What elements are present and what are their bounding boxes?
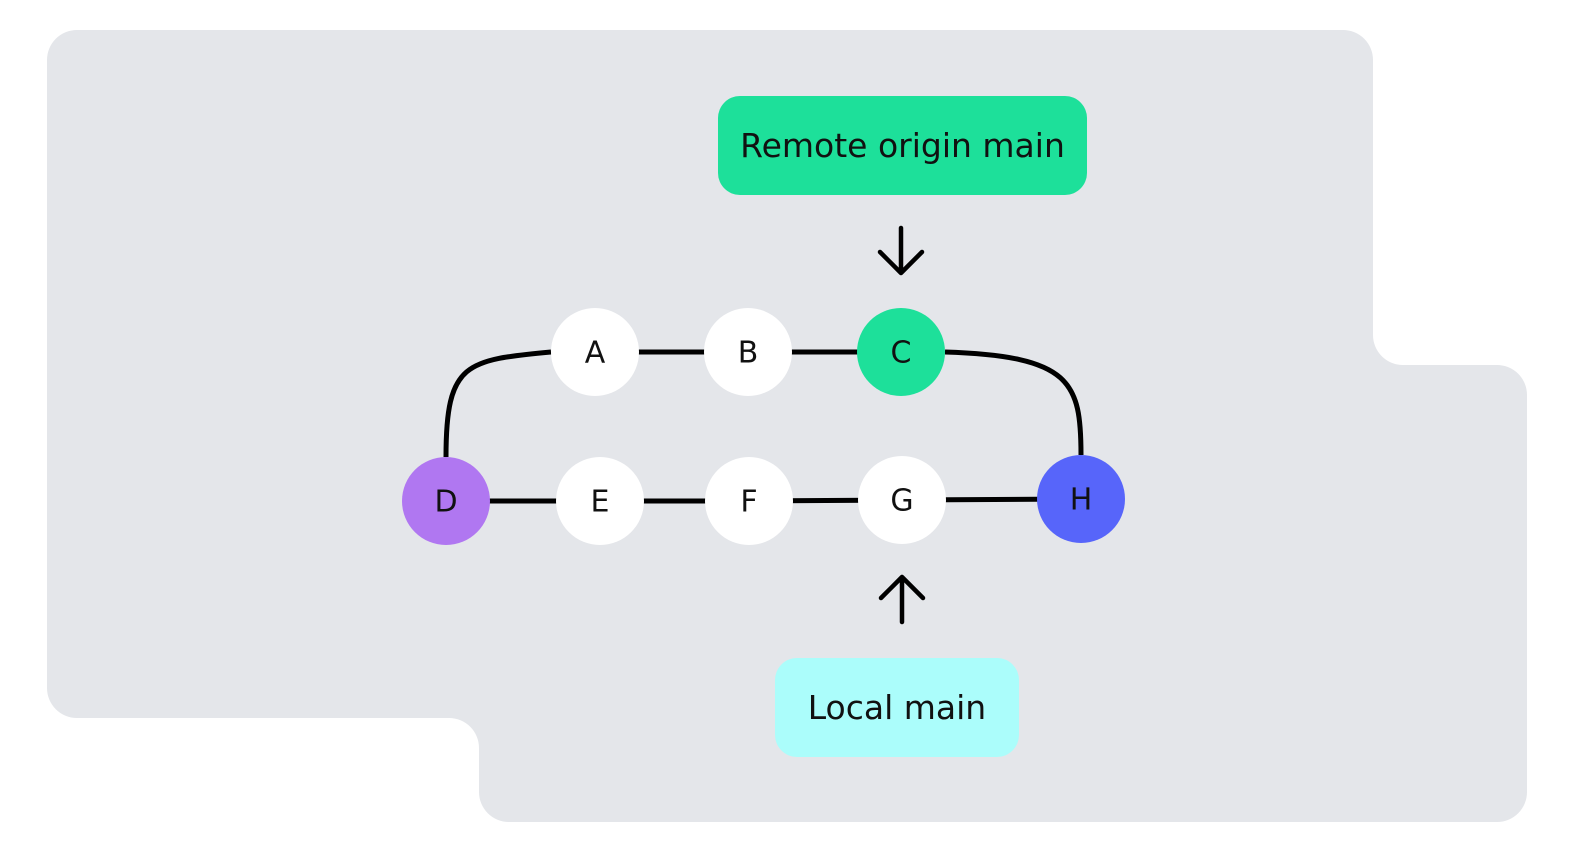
background-panel xyxy=(47,30,1527,822)
local-main-label: Local main xyxy=(775,658,1019,757)
commit-label: A xyxy=(585,336,606,371)
commit-node-a: A xyxy=(551,308,639,396)
commit-circle xyxy=(1037,455,1125,543)
remote-origin-main-label: Remote origin main xyxy=(718,96,1087,195)
commit-circle xyxy=(704,308,792,396)
commit-node-h: H xyxy=(1037,455,1125,543)
commit-node-e: E xyxy=(556,457,644,545)
arrow-down-icon xyxy=(877,225,925,276)
commit-node-c: C xyxy=(857,308,945,396)
commit-circle xyxy=(858,456,946,544)
commit-circle xyxy=(402,457,490,545)
local-main-text: Local main xyxy=(807,688,987,727)
commit-circle xyxy=(705,457,793,545)
commit-label: E xyxy=(591,485,610,520)
commit-circle xyxy=(857,308,945,396)
commit-label: B xyxy=(738,336,759,371)
commit-node-g: G xyxy=(858,456,946,544)
edge-D-A xyxy=(443,349,552,458)
commit-circle xyxy=(551,308,639,396)
commit-label: F xyxy=(740,485,757,520)
commit-label: H xyxy=(1070,483,1093,518)
commit-label: D xyxy=(434,485,457,520)
commit-node-f: F xyxy=(705,457,793,545)
commit-label: C xyxy=(891,336,912,371)
commit-label: G xyxy=(890,484,913,519)
remote-origin-main-text: Remote origin main xyxy=(740,126,1065,165)
commit-node-b: B xyxy=(704,308,792,396)
commit-node-d: D xyxy=(402,457,490,545)
arrow-up-icon xyxy=(878,574,926,625)
commit-circle xyxy=(556,457,644,545)
edge-C-H xyxy=(944,349,1084,456)
